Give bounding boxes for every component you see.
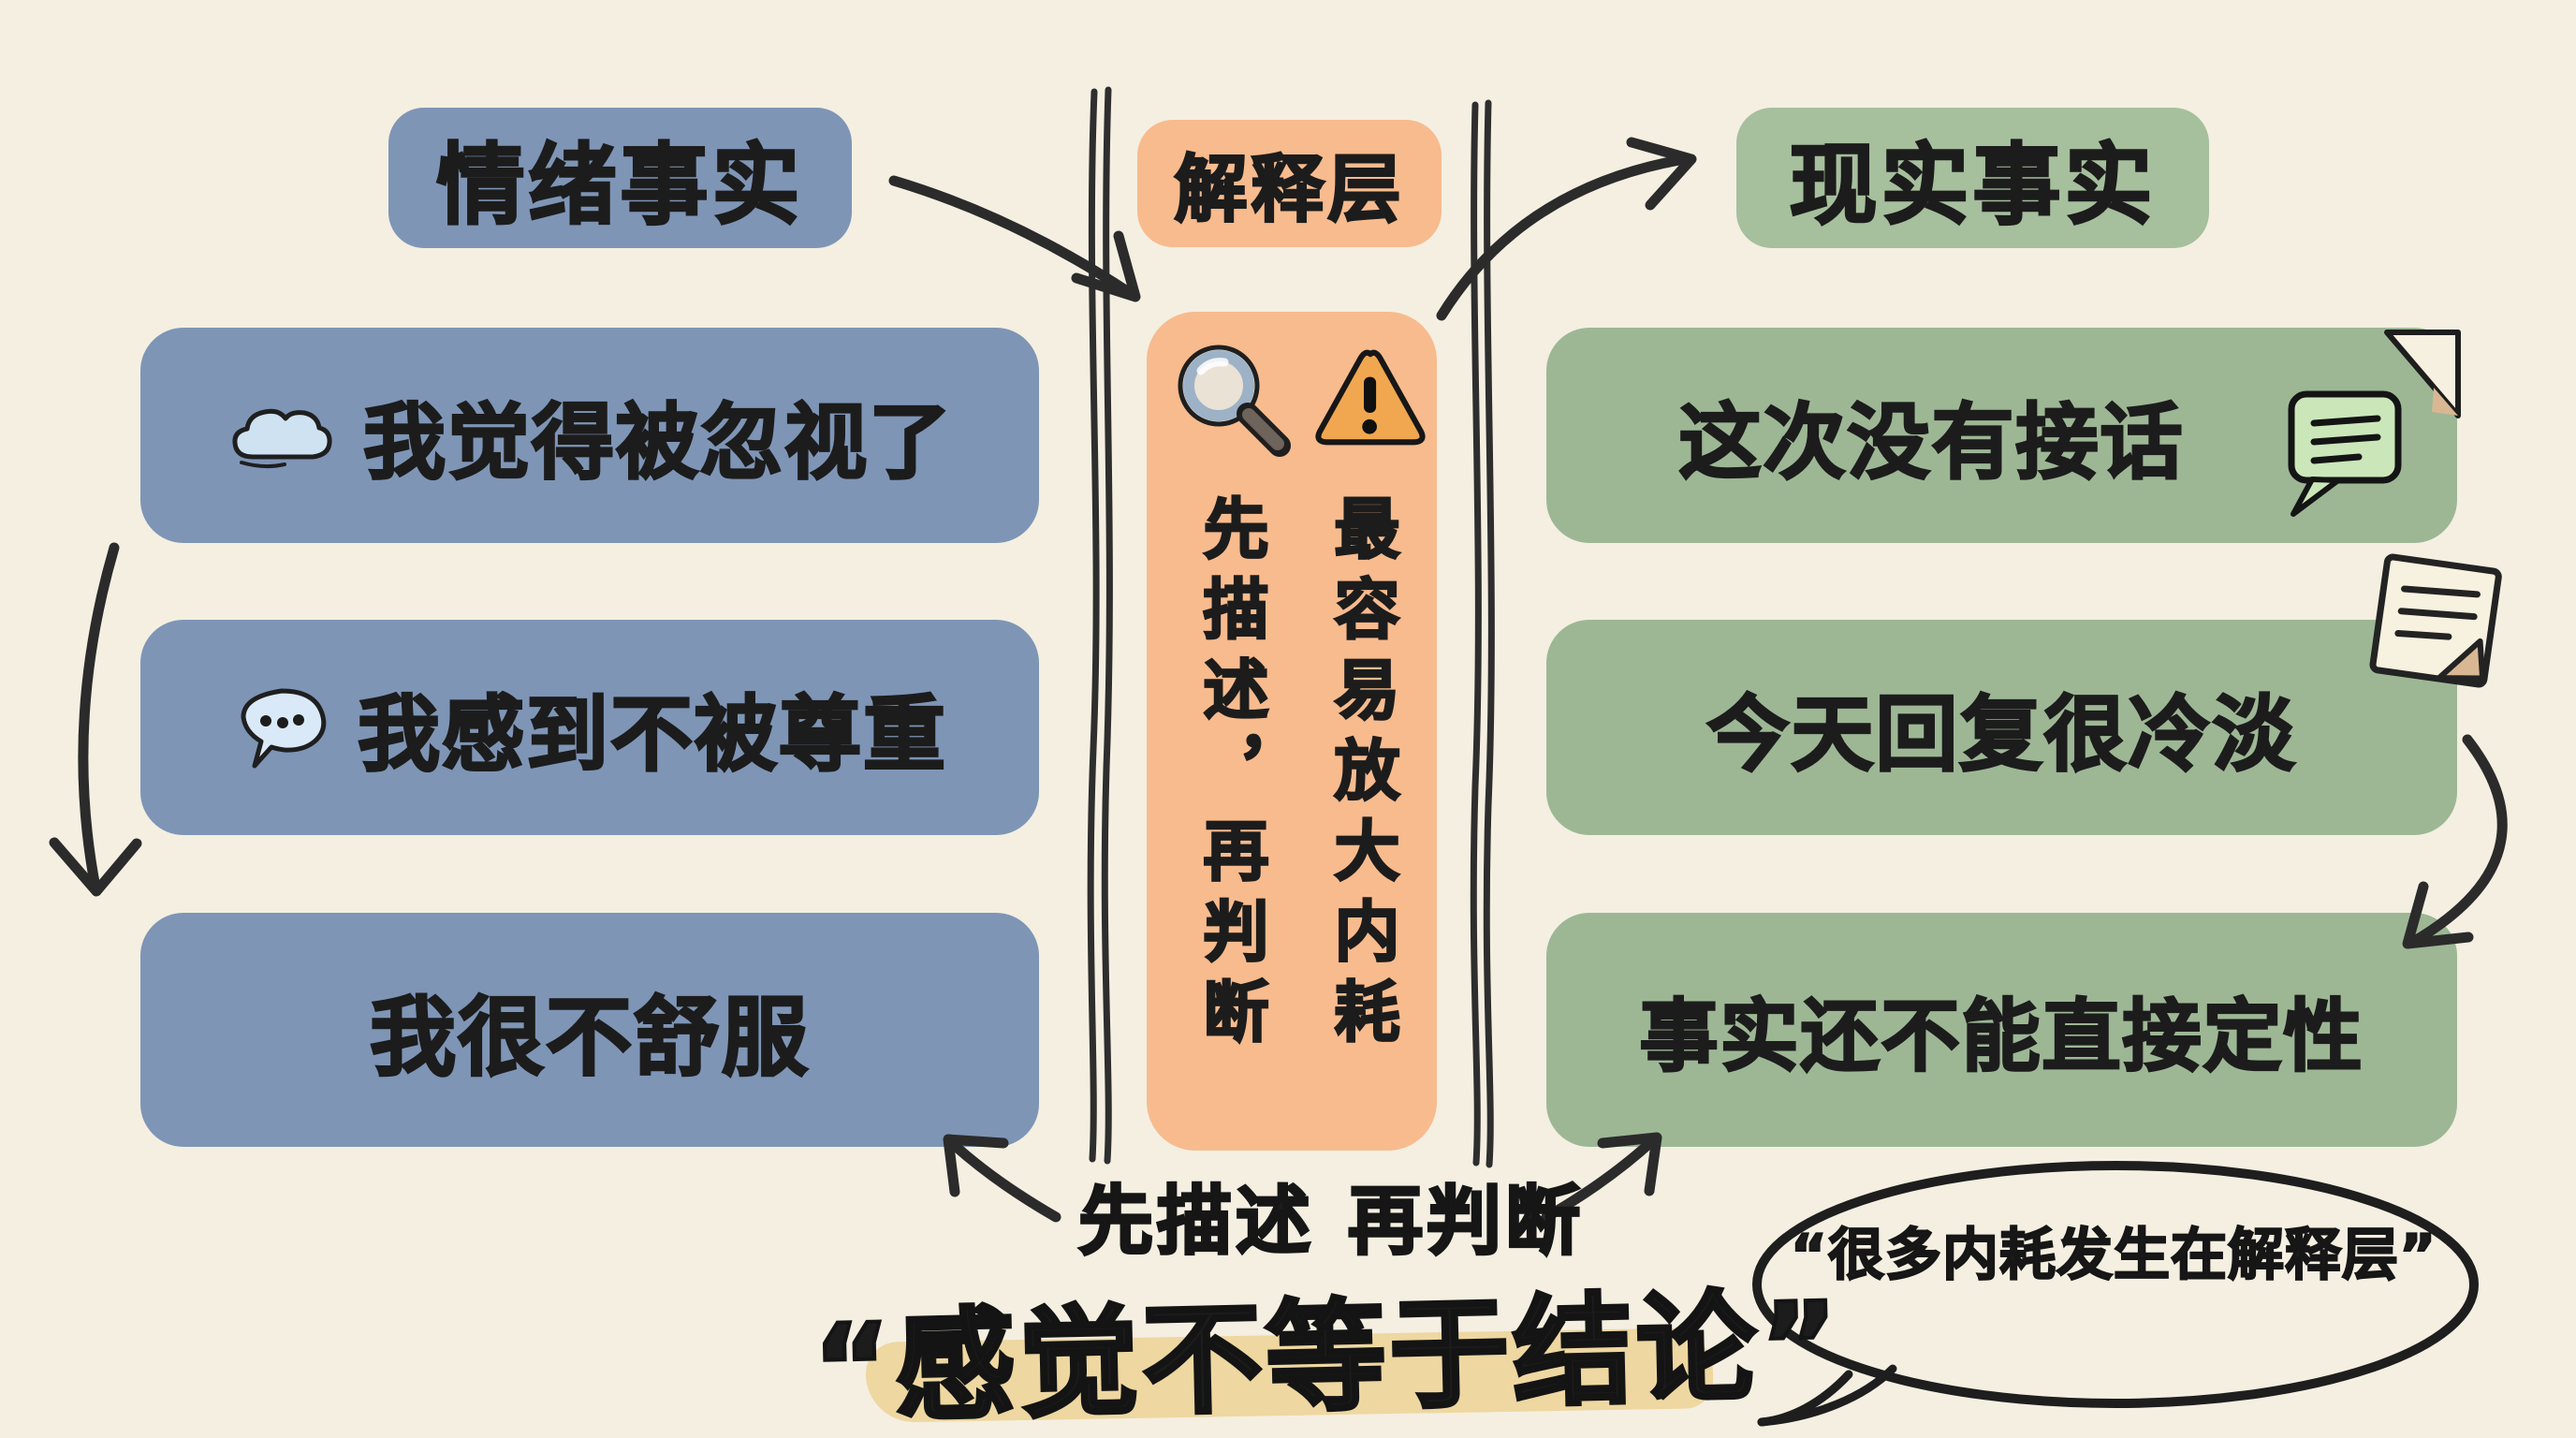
arrow-step-describe <box>943 1134 1061 1223</box>
magnifier-icon <box>1165 337 1306 477</box>
conclusion-quote: “感觉不等于结论” <box>810 1249 1846 1438</box>
arrow-emotion-to-interpretation <box>888 175 1141 302</box>
emotion-row-uncomfortable-label: 我很不舒服 <box>369 986 810 1089</box>
emotion-row-ignored: 我觉得被忽视了 <box>140 328 1039 543</box>
reality-row-cold-reply-label: 今天回复很冷淡 <box>1705 684 2297 784</box>
arrow-step-judge <box>1541 1132 1662 1223</box>
reality-row-no-conclusion-label: 事实还不能直接定性 <box>1638 989 2364 1083</box>
arrow-interpretation-to-reality <box>1436 137 1697 321</box>
reality-facts-header-label: 现实事实 <box>1788 134 2157 239</box>
warning-icon <box>1309 343 1432 457</box>
emotion-row-disrespected-label: 我感到不被尊重 <box>357 684 947 784</box>
emotion-row-disrespected: 我感到不被尊重 <box>140 620 1039 835</box>
reality-row-cold-reply: 今天回复很冷淡 <box>1546 620 2457 835</box>
interpretation-layer-header: 解释层 <box>1137 120 1442 247</box>
speech-bubble <box>1752 1161 2479 1427</box>
interpretation-panel <box>1147 312 1437 1151</box>
step-judge-text: 再判断 <box>1347 1177 1584 1267</box>
reality-row-no-reply-label: 这次没有接话 <box>1677 392 2185 492</box>
chat-dots-icon <box>232 682 331 773</box>
right-rail-lines <box>1470 99 1495 1168</box>
step-describe-label: 先描述 <box>1077 1161 1314 1269</box>
left-rail-lines <box>1087 86 1113 1165</box>
chat-lines-icon <box>2288 390 2402 517</box>
bubble-note-text: “很多内耗发生在解释层” <box>1790 1222 2437 1289</box>
advice-vertical-note-label: 先描述，再判断 <box>1192 493 1271 1060</box>
page-fold-icon <box>2384 330 2461 418</box>
arrow-emotion-cascade <box>49 542 142 897</box>
advice-vertical-note: 先描述，再判断 <box>1168 493 1294 1131</box>
warning-vertical-note-label: 最容易放大内耗 <box>1323 493 1402 1060</box>
conclusion-quote-text: “感觉不等于结论” <box>810 1275 1846 1438</box>
arrow-note-to-conclusion <box>2402 734 2508 949</box>
reality-row-no-conclusion: 事实还不能直接定性 <box>1546 913 2457 1147</box>
step-describe-text: 先描述 <box>1077 1177 1314 1267</box>
sticky-note-icon <box>2369 553 2502 688</box>
emotion-facts-header-label: 情绪事实 <box>435 134 804 239</box>
step-judge-label: 再判断 <box>1347 1161 1584 1269</box>
emotion-row-uncomfortable: 我很不舒服 <box>140 913 1039 1147</box>
emotion-facts-header: 情绪事实 <box>388 108 852 248</box>
emotion-row-ignored-label: 我觉得被忽视了 <box>362 392 953 492</box>
warning-vertical-note: 最容易放大内耗 <box>1299 493 1425 1131</box>
reality-facts-header: 现实事实 <box>1736 108 2209 248</box>
interpretation-layer-header-label: 解释层 <box>1173 147 1405 234</box>
bubble-note: “很多内耗发生在解释层” <box>1786 1210 2441 1291</box>
cloud-icon <box>227 395 337 476</box>
